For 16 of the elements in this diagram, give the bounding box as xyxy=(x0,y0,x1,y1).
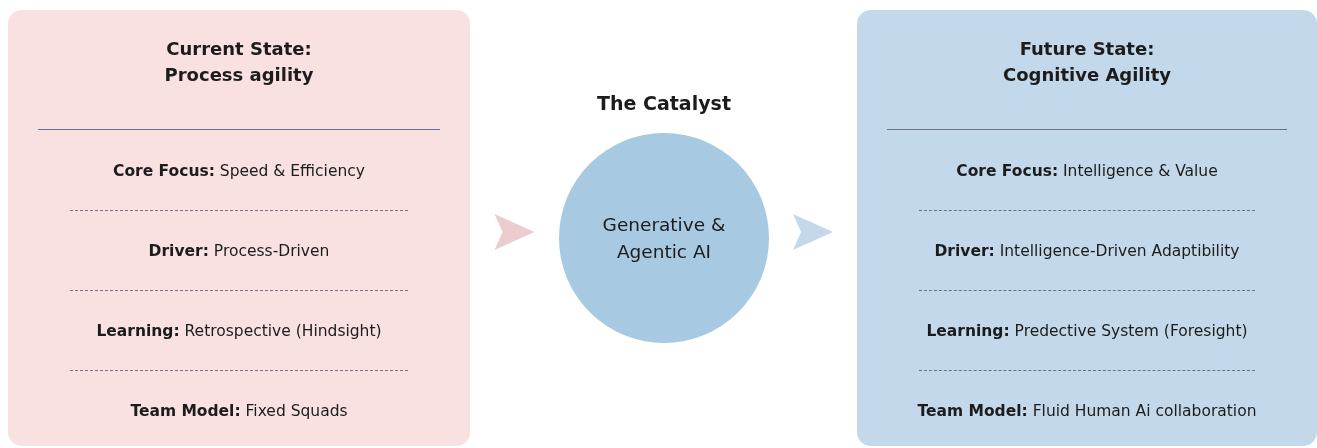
state-panel xyxy=(857,10,1317,446)
attribute-text: Learning: Predective System (Foresight) xyxy=(926,321,1248,342)
panel-heading: Future State: Cognitive Agility xyxy=(1001,37,1173,87)
attribute-text: Core Focus: Speed & Efficiency xyxy=(113,161,365,182)
attribute-text: Driver: Process-Driven xyxy=(148,241,330,262)
chevron-arrow xyxy=(793,214,833,250)
circle-text: Generative & Agentic AI xyxy=(601,213,727,264)
attribute-text: Core Focus: Intelligence & Value xyxy=(956,161,1218,182)
attribute-text: Learning: Retrospective (Hindsight) xyxy=(96,321,382,342)
state-panel xyxy=(8,10,470,446)
attribute-text: Team Model: Fluid Human Ai collaboration xyxy=(917,401,1257,422)
catalyst-title: The Catalyst xyxy=(597,91,731,116)
chevron-arrow xyxy=(494,214,535,250)
attribute-text: Team Model: Fixed Squads xyxy=(130,401,348,422)
panel-heading: Current State: Process agility xyxy=(163,37,315,87)
attribute-text: Driver: Intelligence-Driven Adaptibility xyxy=(934,241,1240,262)
